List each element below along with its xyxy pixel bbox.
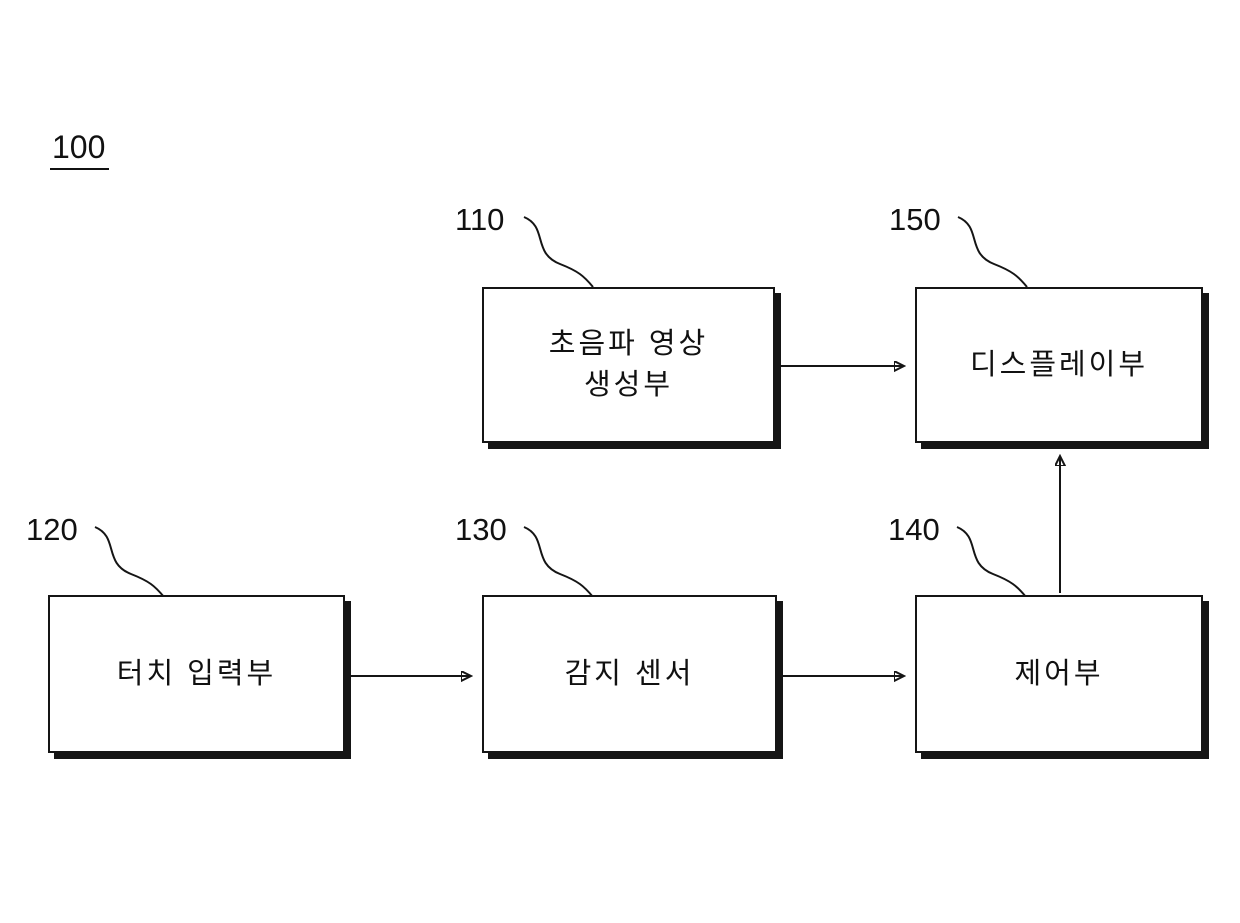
leader-line-130 bbox=[523, 526, 594, 598]
block-ultrasound-image-generator: 초음파 영상 생성부 bbox=[482, 287, 775, 443]
block-label: 디스플레이부 bbox=[969, 348, 1149, 381]
block-label: 감지 센서 bbox=[564, 657, 695, 690]
block-label: 터치 입력부 bbox=[116, 657, 277, 690]
leader-line-140 bbox=[956, 526, 1027, 598]
block-label-line2: 생성부 bbox=[583, 369, 674, 401]
leader-line-150 bbox=[957, 216, 1028, 288]
leader-line-110 bbox=[523, 216, 594, 288]
ref-label-150: 150 bbox=[889, 202, 941, 237]
ref-label-130: 130 bbox=[455, 512, 507, 547]
block-display-unit: 디스플레이부 bbox=[915, 287, 1203, 443]
block-label-line1: 초음파 영상 bbox=[548, 328, 709, 361]
ref-label-120: 120 bbox=[26, 512, 78, 547]
block-label: 제어부 bbox=[1014, 657, 1104, 690]
ref-label-110: 110 bbox=[455, 202, 505, 237]
leader-line-120 bbox=[94, 526, 165, 598]
block-controller: 제어부 bbox=[915, 595, 1203, 753]
ref-label-140: 140 bbox=[888, 512, 940, 547]
block-detection-sensor: 감지 센서 bbox=[482, 595, 777, 753]
figure-number: 100 bbox=[50, 129, 110, 171]
block-touch-input-unit: 터치 입력부 bbox=[48, 595, 345, 753]
